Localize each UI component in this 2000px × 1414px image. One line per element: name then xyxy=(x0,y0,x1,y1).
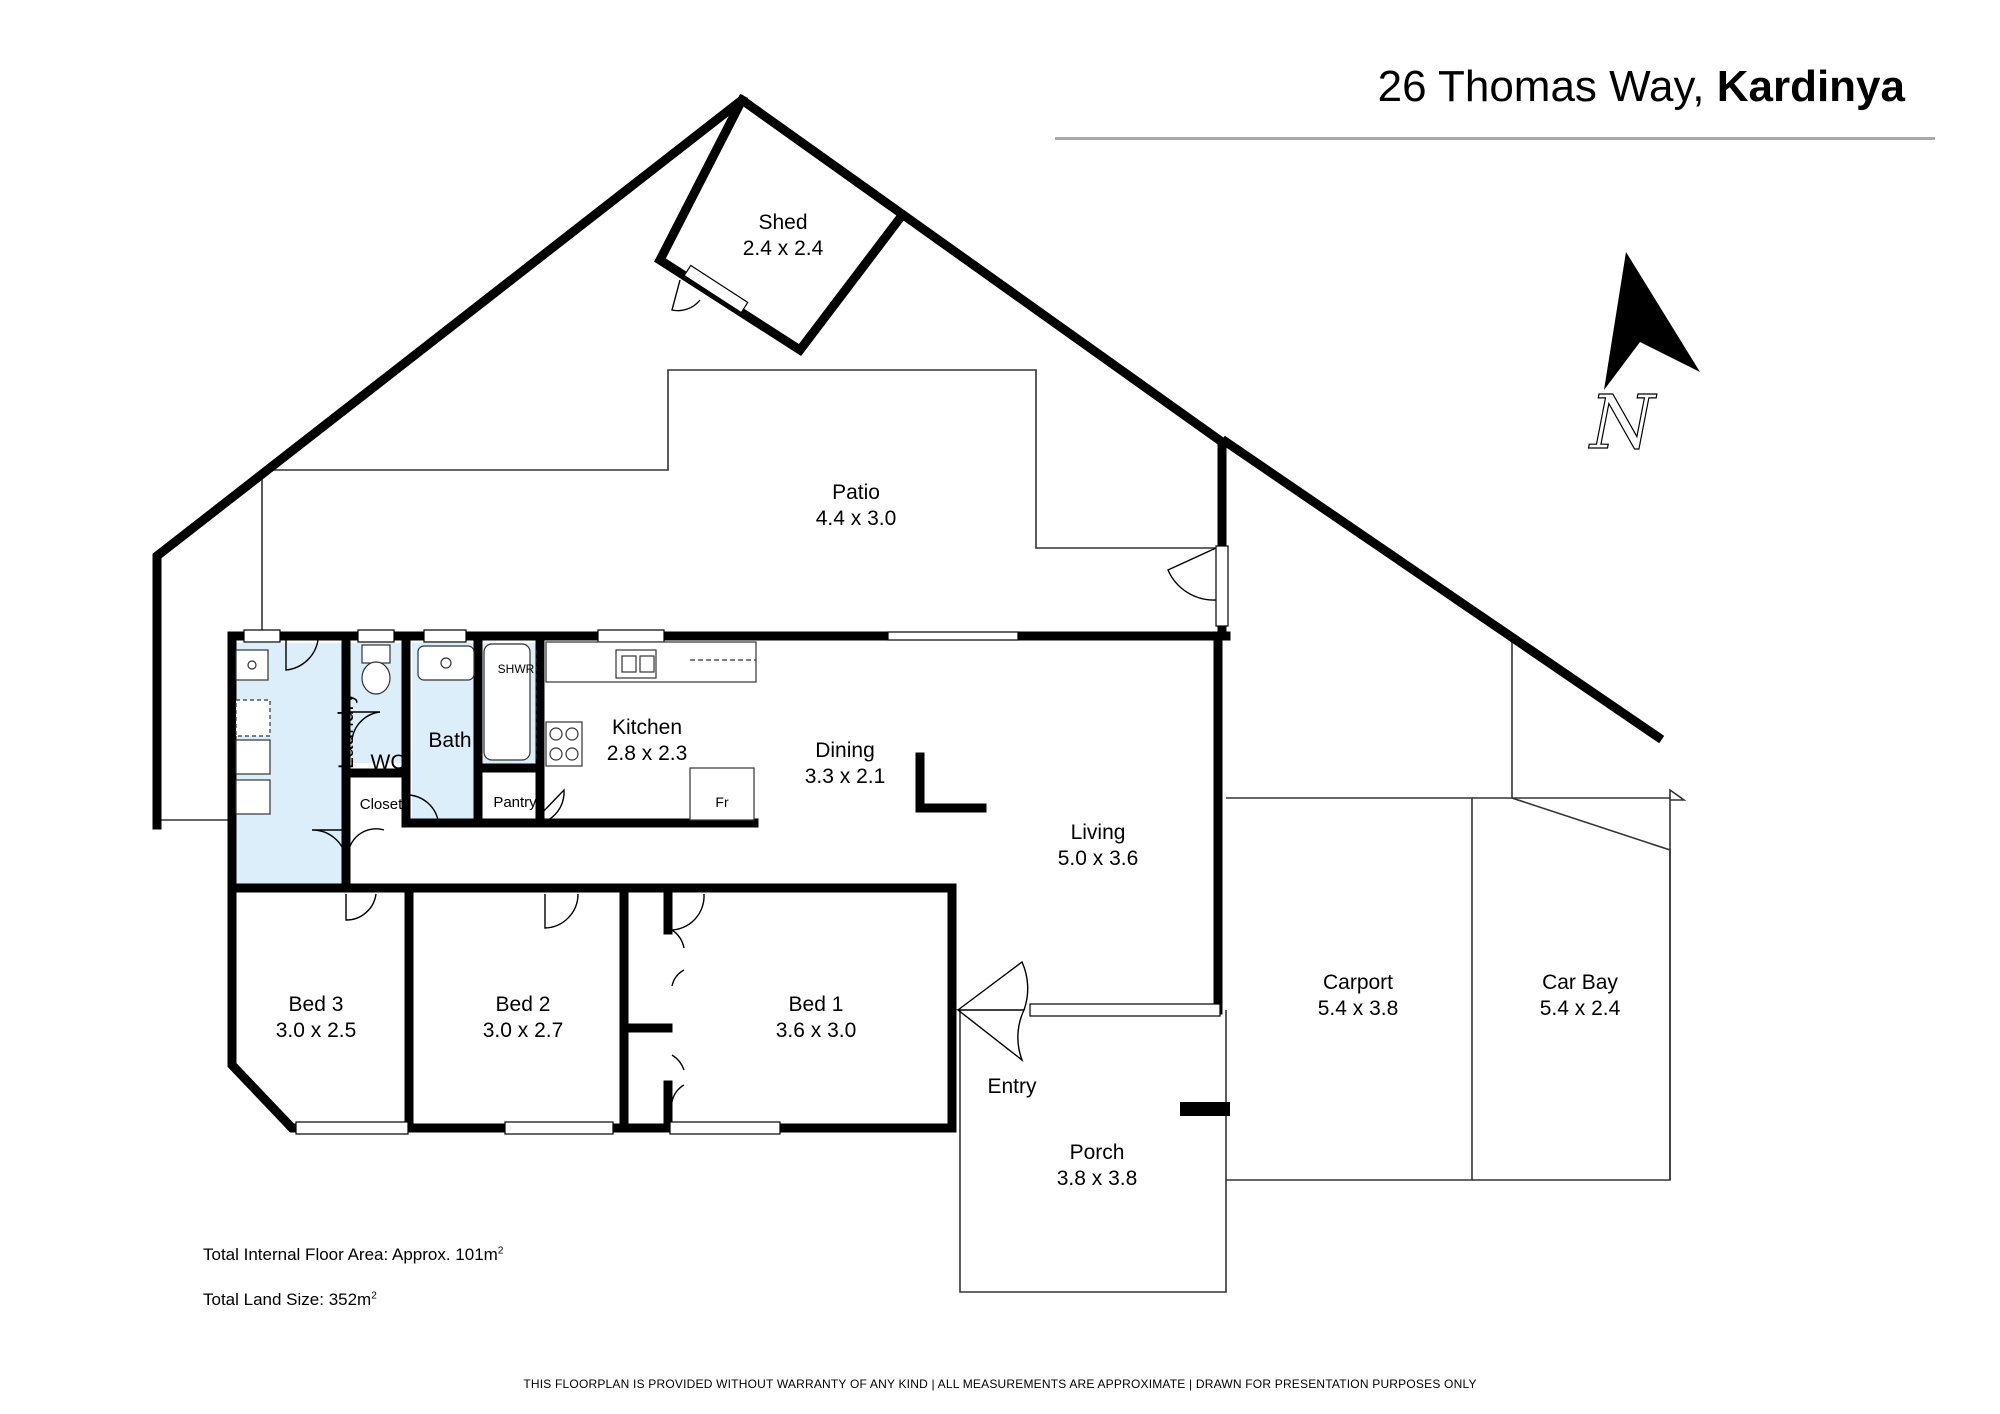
suburb-text: Kardinya xyxy=(1716,62,1905,111)
room-bed3: Bed 3 3.0 x 2.5 xyxy=(276,992,357,1044)
room-name: Car Bay xyxy=(1542,971,1618,994)
compass-letter: N xyxy=(1589,379,1655,466)
total-floor-area: Total Internal Floor Area: Approx. 101m2 xyxy=(203,1245,504,1264)
room-size: 5.0 x 3.6 xyxy=(1057,847,1139,870)
room-name: Bath xyxy=(428,729,472,752)
room-pantry: Pantry xyxy=(493,794,537,811)
room-name: Bed 1 xyxy=(788,993,844,1016)
room-bed2: Bed 2 3.0 x 2.7 xyxy=(483,992,564,1044)
north-arrow-icon xyxy=(1604,252,1700,390)
room-size: 3.6 x 3.0 xyxy=(775,1019,857,1042)
room-name: Laundry xyxy=(334,693,358,769)
room-shwr: SHWR xyxy=(497,662,535,676)
page-title: 26 Thomas Way, Kardinya xyxy=(1378,62,1905,112)
room-entry: Entry xyxy=(987,1074,1036,1100)
room-name: Carport xyxy=(1322,971,1394,994)
room-name: Kitchen xyxy=(611,716,683,739)
room-bath: Bath xyxy=(428,728,471,754)
room-name: Patio xyxy=(832,481,880,504)
room-size: 3.8 x 3.8 xyxy=(1056,1167,1138,1190)
title-divider xyxy=(1055,137,1935,140)
room-size: 2.8 x 2.3 xyxy=(606,742,688,765)
fixtures xyxy=(235,641,757,821)
room-name: Bed 3 xyxy=(288,993,344,1016)
room-name: Dining xyxy=(815,739,875,762)
room-size: 4.4 x 3.0 xyxy=(815,507,897,530)
room-size: 2.4 x 2.4 xyxy=(742,237,824,260)
room-bed1: Bed 1 3.6 x 3.0 xyxy=(776,992,857,1044)
windows xyxy=(243,264,1229,1135)
walls xyxy=(152,93,1665,1133)
room-size: 5.4 x 3.8 xyxy=(1317,997,1399,1020)
room-wc: WC xyxy=(371,750,406,776)
fridge-label: Fr xyxy=(715,794,729,810)
disclaimer-footer: THIS FLOORPLAN IS PROVIDED WITHOUT WARRA… xyxy=(523,1377,1477,1391)
room-name: WC xyxy=(370,751,406,774)
room-kitchen: Kitchen 2.8 x 2.3 xyxy=(607,715,688,767)
room-carbay: Car Bay 5.4 x 2.4 xyxy=(1540,970,1621,1022)
room-porch: Porch 3.8 x 3.8 xyxy=(1057,1140,1138,1192)
room-living: Living 5.0 x 3.6 xyxy=(1058,820,1139,872)
room-shed: Shed 2.4 x 2.4 xyxy=(743,210,824,262)
room-laundry: Laundry xyxy=(334,693,360,769)
room-name: Shed xyxy=(758,211,808,234)
outdoor-outlines xyxy=(157,369,1687,1293)
room-name: Living xyxy=(1070,821,1126,844)
room-carport: Carport 5.4 x 3.8 xyxy=(1318,970,1399,1022)
room-name: Bed 2 xyxy=(495,993,551,1016)
room-size: 5.4 x 2.4 xyxy=(1539,997,1621,1020)
room-name: Porch xyxy=(1069,1141,1125,1164)
room-size: 3.0 x 2.5 xyxy=(275,1019,357,1042)
room-dining: Dining 3.3 x 2.1 xyxy=(805,738,886,790)
room-size: 3.3 x 2.1 xyxy=(804,765,886,788)
room-closet: Closet xyxy=(359,796,403,813)
address-text: 26 Thomas Way, xyxy=(1377,62,1717,111)
room-size: 3.0 x 2.7 xyxy=(482,1019,564,1042)
total-land-size: Total Land Size: 352m2 xyxy=(203,1290,377,1309)
doors xyxy=(285,279,1217,1103)
room-patio: Patio 4.4 x 3.0 xyxy=(816,480,897,532)
room-name: Entry xyxy=(987,1075,1037,1098)
